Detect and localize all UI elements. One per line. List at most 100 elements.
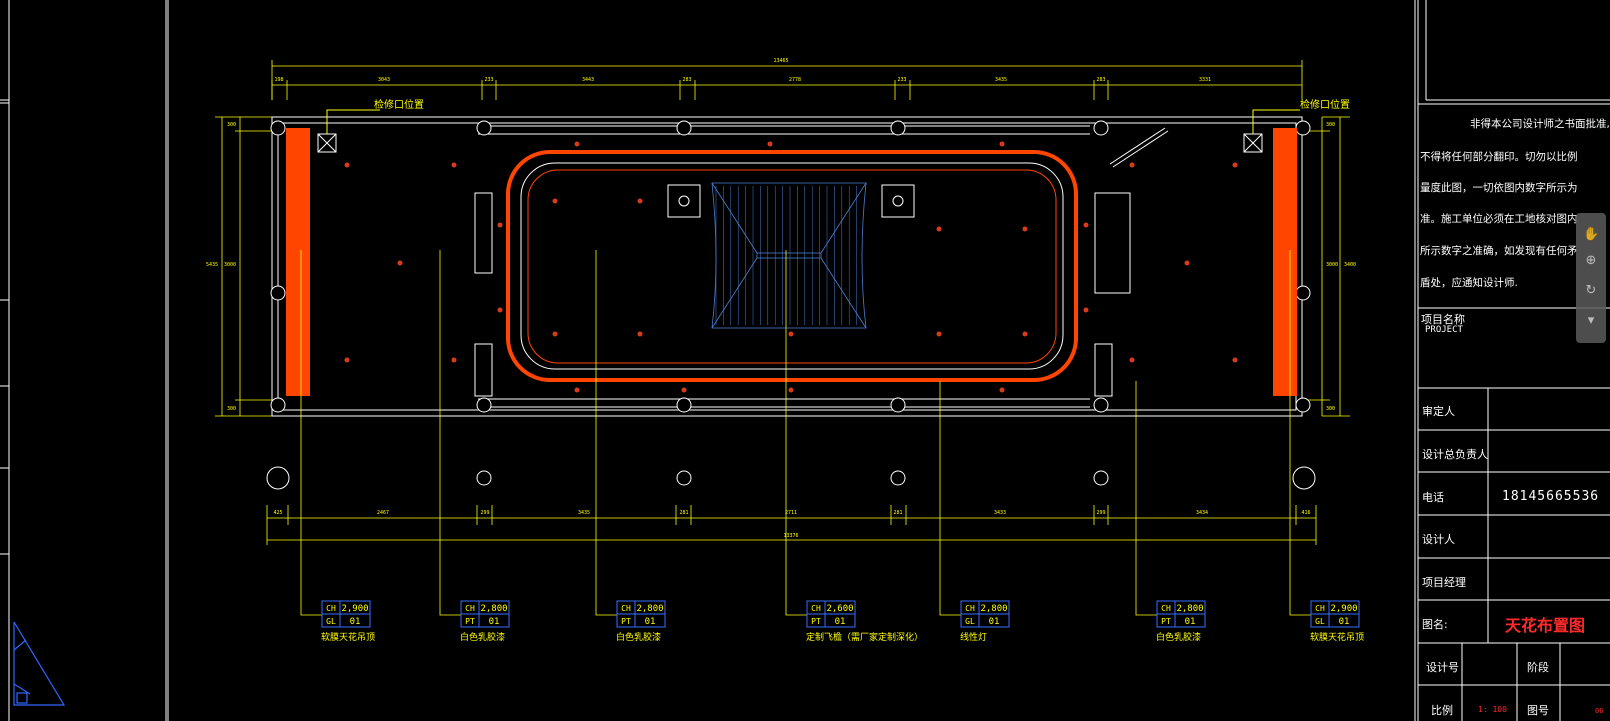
tag-bottom-code: PT bbox=[811, 617, 821, 626]
tag-bottom-value: 01 bbox=[989, 617, 1000, 627]
tag-bottom-value: 01 bbox=[1339, 617, 1350, 627]
note-line-2: 量度此图，一切依图内数字所示为 bbox=[1420, 182, 1578, 194]
sheet-no-label: 图号 bbox=[1527, 704, 1549, 717]
note-line-1: 不得将任何部分翻印。切勿以比例 bbox=[1420, 151, 1578, 163]
top-dim-labels: 13465 198 3043 233 3443 283 2778 233 343… bbox=[274, 58, 1211, 83]
access-panels bbox=[317, 109, 1300, 153]
tag-top-value: 2,900 bbox=[1330, 604, 1357, 614]
svg-text:300: 300 bbox=[227, 406, 236, 412]
tag-bottom-code: GL bbox=[965, 617, 975, 626]
tag-top-value: 2,800 bbox=[1176, 604, 1203, 614]
svg-text:299: 299 bbox=[480, 510, 489, 516]
drawing-name-label: 图名: bbox=[1422, 618, 1448, 631]
tag-bottom-code: GL bbox=[1315, 617, 1325, 626]
top-dimensions bbox=[271, 60, 1303, 100]
tag-bottom-code: PT bbox=[465, 617, 475, 626]
note-line-5: 盾处，应通知设计师. bbox=[1420, 277, 1518, 289]
room-outline bbox=[271, 116, 1303, 417]
tag-bottom-value: 01 bbox=[835, 617, 846, 627]
left-frame bbox=[0, 0, 169, 721]
cove-inner-2 bbox=[527, 169, 1057, 364]
svg-text:2467: 2467 bbox=[377, 510, 389, 516]
scale-value: 1: 100 bbox=[1478, 705, 1507, 714]
phone-value: 18145665536 bbox=[1502, 489, 1600, 504]
tag-top-code: CH bbox=[965, 604, 975, 613]
tag-top-value: 2,600 bbox=[826, 604, 853, 614]
hand-pan-icon[interactable]: ✋ bbox=[1583, 227, 1600, 242]
bottom-dim-labels: 425 2467 299 3435 281 2711 281 3433 299 … bbox=[273, 510, 1310, 539]
svg-text:2711: 2711 bbox=[785, 510, 797, 516]
orbit-icon[interactable]: ↻ bbox=[1585, 283, 1597, 298]
right-dim-labels: 300 3000 3400 300 bbox=[1326, 122, 1356, 412]
note-line-4: 所示数字之准确，如发现有任何矛 bbox=[1420, 245, 1578, 257]
drawing-name-value: 天花布置图 bbox=[1505, 616, 1586, 635]
navigation-bar[interactable]: ✋ ⊕ ↻ ▾ bbox=[1576, 213, 1606, 343]
svg-text:3400: 3400 bbox=[1344, 262, 1356, 268]
tag-top-code: CH bbox=[1161, 604, 1171, 613]
access-label-right: 检修口位置 bbox=[1300, 98, 1350, 111]
ucs-icon bbox=[13, 621, 66, 706]
tag-top-code: CH bbox=[465, 604, 475, 613]
top-dim-3: 3443 bbox=[582, 77, 594, 83]
top-dim-8: 283 bbox=[1096, 77, 1105, 83]
top-overall-dim: 13465 bbox=[773, 58, 788, 64]
bottom-dimensions bbox=[266, 505, 1317, 545]
left-dim-labels: 300 3000 5435 300 bbox=[206, 122, 236, 412]
design-no-label: 设计号 bbox=[1426, 661, 1459, 674]
tag-caption: 软膜天花吊顶 bbox=[321, 631, 375, 643]
cove-outer bbox=[506, 150, 1078, 382]
top-dim-5: 2778 bbox=[789, 77, 801, 83]
lattice-eave bbox=[711, 182, 867, 329]
project-label: 项目名称 bbox=[1421, 313, 1465, 326]
tag-bottom-code: PT bbox=[621, 617, 631, 626]
bottom-overall-dim: 13376 bbox=[783, 533, 798, 539]
project-en-label: PROJECT bbox=[1425, 325, 1463, 335]
tag-caption: 白色乳胶漆 bbox=[1156, 631, 1201, 643]
tag-top-value: 2,800 bbox=[480, 604, 507, 614]
top-dim-7: 3435 bbox=[995, 77, 1007, 83]
tag-bottom-value: 01 bbox=[645, 617, 656, 627]
svg-text:300: 300 bbox=[1326, 122, 1335, 128]
soft-film-strip-right bbox=[1273, 128, 1297, 396]
svg-text:3000: 3000 bbox=[224, 262, 236, 268]
right-dimensions bbox=[1300, 116, 1350, 417]
svg-text:425: 425 bbox=[273, 510, 282, 516]
tag-top-value: 2,800 bbox=[980, 604, 1007, 614]
top-dim-9: 3331 bbox=[1199, 77, 1211, 83]
leader-lines bbox=[300, 250, 1311, 616]
manager-label: 项目经理 bbox=[1422, 576, 1466, 589]
tag-bottom-value: 01 bbox=[489, 617, 500, 627]
top-dim-6: 233 bbox=[897, 77, 906, 83]
svg-text:299: 299 bbox=[1096, 510, 1105, 516]
svg-text:3435: 3435 bbox=[578, 510, 590, 516]
designer-label: 设计人 bbox=[1422, 533, 1455, 546]
tag-caption: 定制飞檐（需厂家定制深化） bbox=[806, 631, 923, 643]
note-line-3: 准。施工单位必须在工地核对图内 bbox=[1420, 213, 1578, 225]
column-circles bbox=[266, 120, 1316, 490]
zoom-icon[interactable]: ⊕ bbox=[1585, 253, 1597, 268]
top-dim-4: 283 bbox=[682, 77, 691, 83]
chief-designer-label: 设计总负责人 bbox=[1422, 448, 1488, 461]
note-line-0: 非得本公司设计师之书面批准, bbox=[1470, 118, 1610, 130]
more-icon[interactable]: ▾ bbox=[1587, 313, 1595, 328]
svg-text:300: 300 bbox=[227, 122, 236, 128]
svg-text:5435: 5435 bbox=[206, 262, 218, 268]
tag-top-value: 2,900 bbox=[341, 604, 368, 614]
svg-text:3434: 3434 bbox=[1196, 510, 1208, 516]
tag-bottom-value: 01 bbox=[1185, 617, 1196, 627]
top-dim-1: 3043 bbox=[378, 77, 390, 83]
partitions bbox=[474, 127, 1169, 397]
svg-text:281: 281 bbox=[893, 510, 902, 516]
svg-text:3433: 3433 bbox=[994, 510, 1006, 516]
tag-caption: 线性灯 bbox=[960, 631, 987, 643]
title-block-frame bbox=[1414, 0, 1610, 721]
